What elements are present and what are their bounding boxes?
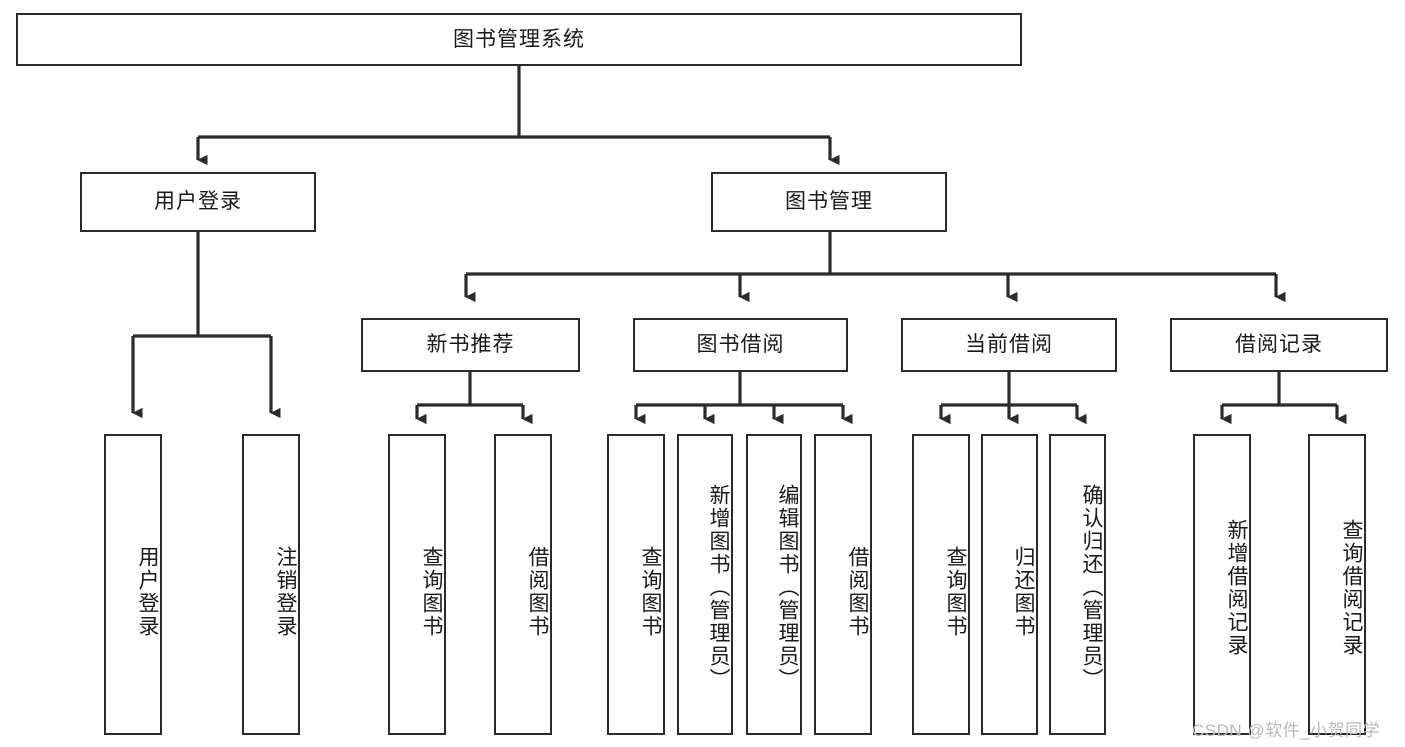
node-book-management-system[interactable]: 图书管理系统 xyxy=(16,13,1022,66)
node-label: 查询图书 xyxy=(420,545,443,638)
csdn-watermark: CSDN @软件_小贺同学 xyxy=(1192,721,1381,740)
leaf-user-login[interactable]: 用户登录 xyxy=(104,434,162,735)
node-book-management[interactable]: 图书管理 xyxy=(711,172,947,232)
node-label: 新增借阅记录 xyxy=(1225,518,1248,657)
leaf-borrow-book[interactable]: 借阅图书 xyxy=(814,434,872,735)
leaf-edit-book-admin[interactable]: 编辑图书（管理员） xyxy=(746,434,802,735)
node-label: 借阅图书 xyxy=(526,545,549,638)
node-label: 图书借阅 xyxy=(696,333,785,357)
leaf-borrow-book-new-recommend[interactable]: 借阅图书 xyxy=(494,434,552,735)
node-label: 新增图书（管理员） xyxy=(707,484,730,691)
node-borrow-record[interactable]: 借阅记录 xyxy=(1170,318,1388,372)
node-label: 新书推荐 xyxy=(426,333,515,357)
node-label: 当前借阅 xyxy=(965,333,1053,357)
node-label: 查询图书 xyxy=(944,545,967,638)
node-label: 注销登录 xyxy=(274,545,297,638)
node-label: 确认归还（管理员） xyxy=(1080,484,1103,691)
node-user-login[interactable]: 用户登录 xyxy=(80,172,316,232)
node-label: 借阅记录 xyxy=(1235,333,1323,357)
node-label: 借阅图书 xyxy=(846,545,869,638)
leaf-query-book-borrow[interactable]: 查询图书 xyxy=(607,434,665,735)
leaf-logout-login[interactable]: 注销登录 xyxy=(242,434,300,735)
node-label: 用户登录 xyxy=(154,190,242,214)
node-label: 编辑图书（管理员） xyxy=(776,484,799,691)
node-label: 归还图书 xyxy=(1012,545,1035,638)
leaf-query-book-new-recommend[interactable]: 查询图书 xyxy=(388,434,446,735)
node-new-book-recommend[interactable]: 新书推荐 xyxy=(361,318,580,372)
node-label: 图书管理 xyxy=(785,190,873,214)
leaf-query-book-current[interactable]: 查询图书 xyxy=(912,434,970,735)
node-label: 查询图书 xyxy=(639,545,662,638)
node-label: 查询借阅记录 xyxy=(1340,518,1363,657)
leaf-add-book-admin[interactable]: 新增图书（管理员） xyxy=(677,434,733,735)
node-current-borrow[interactable]: 当前借阅 xyxy=(901,318,1117,372)
node-label: 图书管理系统 xyxy=(453,27,585,51)
leaf-add-borrow-record[interactable]: 新增借阅记录 xyxy=(1193,434,1251,735)
leaf-query-borrow-record[interactable]: 查询借阅记录 xyxy=(1308,434,1366,735)
node-label: 用户登录 xyxy=(136,545,159,638)
leaf-return-book[interactable]: 归还图书 xyxy=(981,434,1038,735)
node-book-borrow[interactable]: 图书借阅 xyxy=(633,318,848,372)
leaf-confirm-return-admin[interactable]: 确认归还（管理员） xyxy=(1049,434,1106,735)
